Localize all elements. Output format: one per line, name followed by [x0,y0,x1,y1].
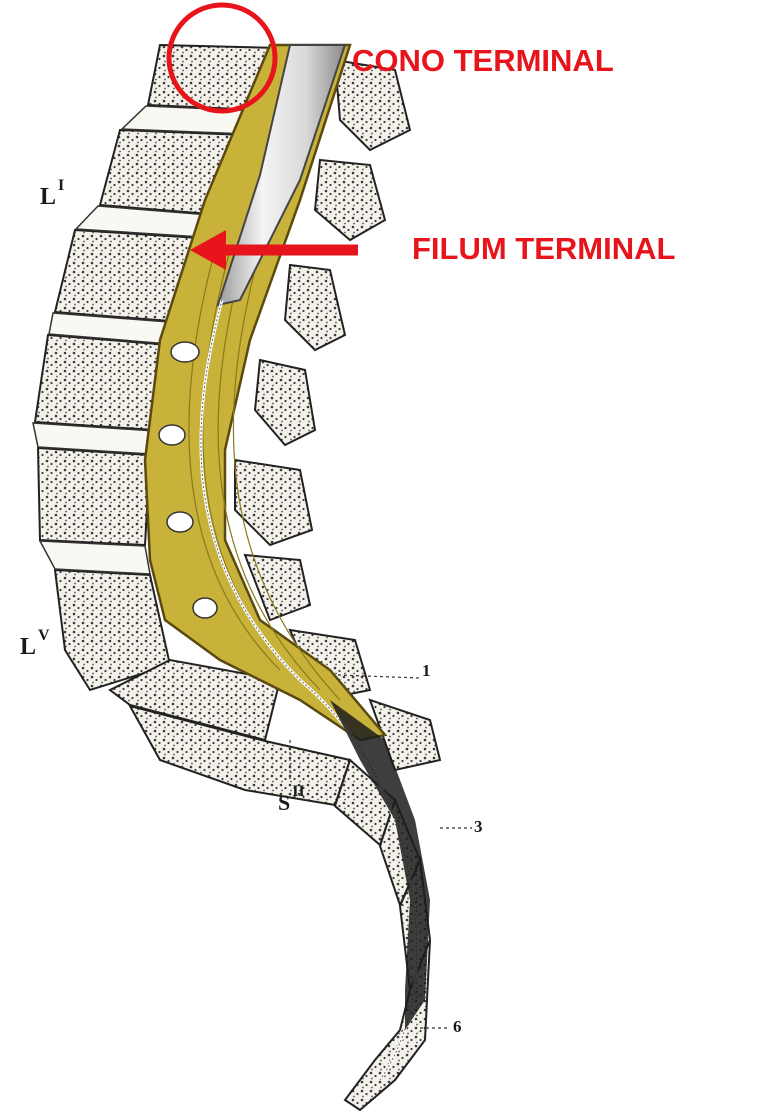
callout-number-3: 3 [474,818,483,835]
vertebra-superscript: II [292,783,304,800]
spinous-process [255,360,315,445]
callout-number-1: 1 [422,662,431,679]
vertebra-letter: L [40,184,56,210]
filum-terminal-label: FILUM TERMINAL [412,233,675,264]
vertebra-letter: S [278,790,290,815]
vertebra-letter: L [20,634,36,660]
vertebra-superscript: V [38,627,50,644]
callout-number-6: 6 [453,1018,462,1035]
vertebra-superscript: I [58,177,64,194]
vertebral-body-l4 [38,448,150,545]
spinous-process [285,265,345,350]
cono-terminal-label: CONO TERMINAL [352,45,614,76]
disc [40,541,150,574]
spinous-process [315,160,385,240]
